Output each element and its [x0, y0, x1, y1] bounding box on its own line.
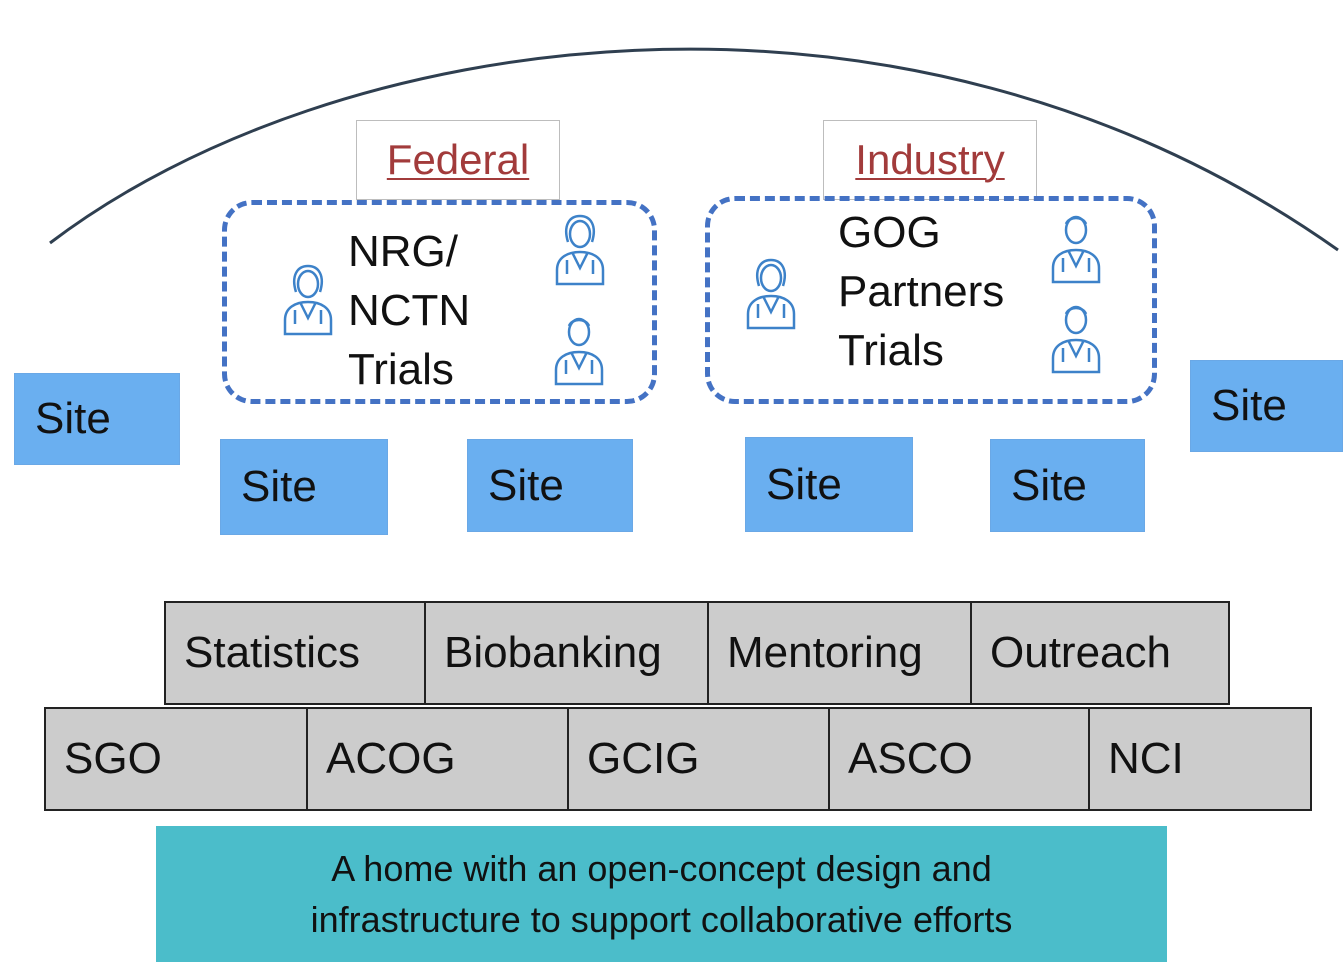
female-doctor-icon [555, 214, 605, 286]
federal-trials-group [222, 200, 657, 404]
org-cell-acog: ACOG [306, 707, 569, 811]
site-box: Site [745, 437, 913, 532]
female-doctor-icon [746, 258, 796, 330]
industry-trials-group [705, 196, 1157, 404]
foundation-banner: A home with an open-concept design and i… [156, 826, 1167, 962]
site-box: Site [990, 439, 1145, 532]
industry-trials-text: GOG Partners Trials [838, 208, 1005, 375]
site-box: Site [14, 373, 180, 465]
org-cell-asco: ASCO [828, 707, 1090, 811]
org-cell-gcig: GCIG [567, 707, 830, 811]
service-cell-mentoring: Mentoring [707, 601, 972, 705]
male-doctor-icon [1051, 305, 1101, 374]
site-box: Site [467, 439, 633, 532]
org-cell-sgo: SGO [44, 707, 308, 811]
federal-label: Federal [356, 120, 560, 200]
site-box: Site [1190, 360, 1343, 452]
site-box: Site [220, 439, 388, 535]
service-cell-statistics: Statistics [164, 601, 426, 705]
service-cell-outreach: Outreach [970, 601, 1230, 705]
org-cell-nci: NCI [1088, 707, 1312, 811]
male-doctor-icon [1051, 215, 1101, 284]
industry-label: Industry [823, 120, 1037, 200]
service-cell-biobanking: Biobanking [424, 601, 709, 705]
federal-trials-text: NRG/ NCTN Trials [348, 227, 471, 394]
male-doctor-icon [554, 317, 604, 386]
female-doctor-icon [283, 264, 333, 336]
